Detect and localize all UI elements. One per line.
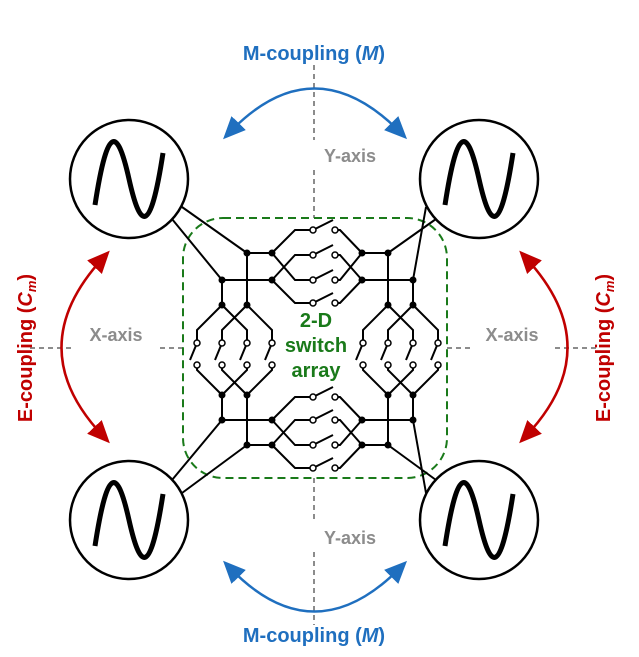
y-axis-label-top: Y-axis [324,146,376,166]
m-coupling-arrow-bottom [223,560,408,613]
x-axis-label-right: X-axis [485,325,538,345]
resonator-bottom-left [68,459,190,581]
e-coupling-arrow-right [519,250,569,444]
resonator-top-left [68,118,190,240]
switch-array-boundary [182,217,448,479]
svg-text:array: array [292,360,342,382]
sine-icon [92,480,166,560]
y-axis-label-bottom: Y-axis [324,528,376,548]
e-coupling-arrow-left [60,250,110,444]
switch-array-wiring [171,206,439,494]
junction-nodes [218,249,417,449]
sine-icon [442,480,516,560]
x-axis-label-left: X-axis [89,325,142,345]
resonator-bottom-right [418,459,540,581]
m-coupling-label-bottom: M-coupling (M) [243,625,385,647]
svg-text:switch: switch [285,335,347,357]
sine-icon [92,139,166,219]
svg-text:2-D: 2-D [300,310,332,332]
m-coupling-arrow-top [223,87,408,140]
sine-icon [442,139,516,219]
resonator-top-right [418,118,540,240]
switch-array-label: 2-D switch array [285,310,347,382]
switch-contacts [193,226,442,472]
m-coupling-label-top: M-coupling (M) [243,43,385,65]
e-coupling-label-left: E-coupling (Cm) [15,274,39,422]
e-coupling-label-right: E-coupling (Cm) [593,274,617,422]
